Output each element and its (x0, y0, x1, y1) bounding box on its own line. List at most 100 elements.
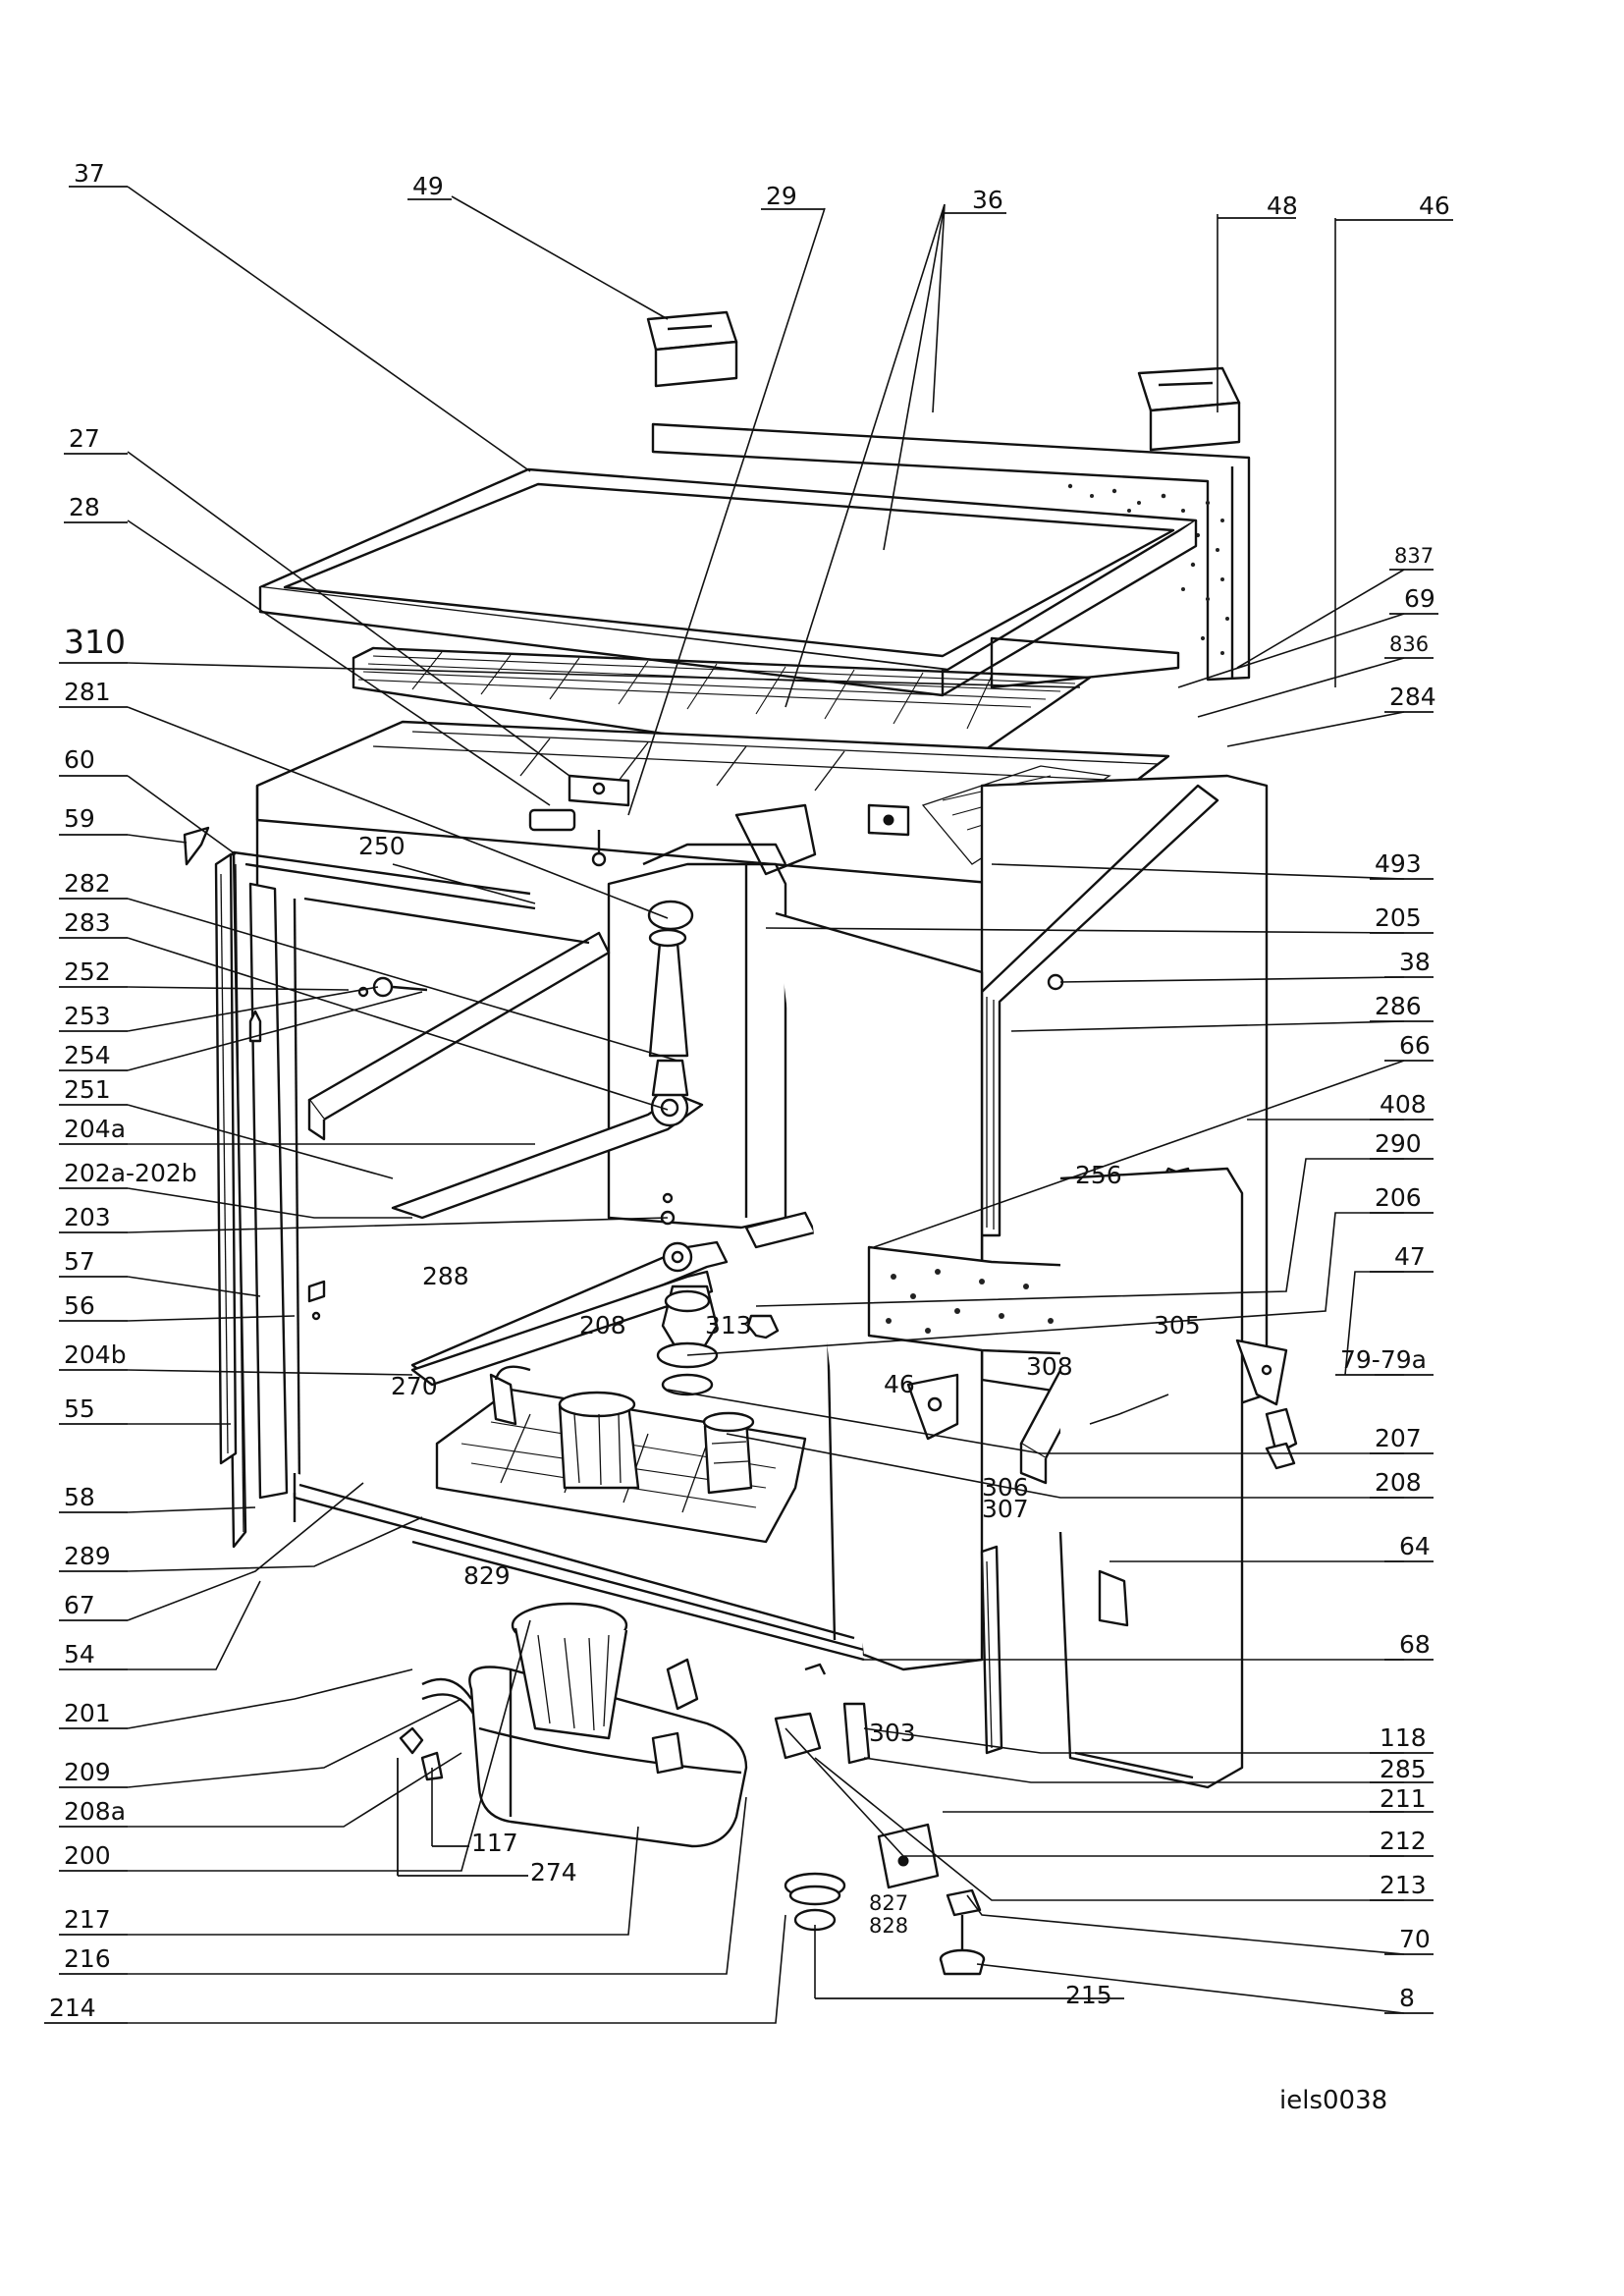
label-67: 67 (64, 1591, 95, 1619)
label-828: 828 (869, 1914, 908, 1938)
label-208-right: 208 (1375, 1468, 1422, 1497)
label-36: 36 (972, 186, 1003, 214)
left-side-strip (214, 852, 238, 1465)
label-118: 118 (1380, 1723, 1427, 1752)
label-215: 215 (1065, 1981, 1112, 2009)
basket-rail (303, 897, 611, 1141)
front-base (293, 1493, 865, 1662)
label-281: 281 (64, 678, 111, 706)
label-270: 270 (391, 1372, 438, 1400)
label-60: 60 (64, 745, 95, 774)
label-57: 57 (64, 1247, 95, 1276)
part-labels: 37 49 29 36 48 46 27 28 310 281 60 59 25… (44, 159, 1453, 2024)
label-493: 493 (1375, 849, 1422, 878)
label-289: 289 (64, 1542, 111, 1570)
label-204b: 204b (64, 1340, 127, 1369)
label-55: 55 (64, 1394, 95, 1423)
label-274: 274 (530, 1858, 577, 1886)
label-214: 214 (49, 1994, 96, 2022)
label-117: 117 (471, 1829, 518, 1857)
worktop-lid (258, 467, 1198, 697)
label-205: 205 (1375, 903, 1422, 932)
label-207: 207 (1375, 1424, 1422, 1452)
label-201: 201 (64, 1699, 111, 1727)
hinge-block-48 (1137, 366, 1241, 452)
label-203: 203 (64, 1203, 111, 1231)
label-200: 200 (64, 1841, 111, 1870)
leader-lines (127, 186, 1405, 2024)
drawing (183, 310, 1298, 1976)
label-313: 313 (705, 1311, 752, 1339)
label-58: 58 (64, 1483, 95, 1511)
ring-216 (784, 1872, 846, 1932)
label-285: 285 (1380, 1755, 1427, 1783)
label-208-mid: 208 (579, 1311, 626, 1339)
worktop-back-plate (651, 422, 1251, 682)
label-69: 69 (1404, 584, 1435, 613)
label-216: 216 (64, 1944, 111, 1973)
label-70: 70 (1399, 1925, 1431, 1953)
label-64: 64 (1399, 1532, 1431, 1560)
hinge-block-49 (646, 310, 738, 388)
label-79-79a: 79-79a (1340, 1345, 1427, 1374)
label-38: 38 (1399, 948, 1431, 976)
fitting-303 (774, 1663, 871, 1765)
label-46-top: 46 (1419, 191, 1450, 220)
label-829: 829 (463, 1561, 511, 1590)
label-8: 8 (1399, 1984, 1415, 2012)
label-217: 217 (64, 1905, 111, 1934)
label-208a: 208a (64, 1797, 126, 1826)
label-252: 252 (64, 957, 111, 986)
label-836: 836 (1389, 632, 1429, 656)
label-56: 56 (64, 1291, 95, 1320)
label-253: 253 (64, 1002, 111, 1030)
bracket-47 (1235, 1339, 1288, 1406)
front-gasket-right (980, 1545, 1003, 1755)
label-254: 254 (64, 1041, 111, 1069)
label-54: 54 (64, 1640, 95, 1668)
label-46-mid: 46 (884, 1370, 915, 1398)
label-310: 310 (64, 623, 126, 661)
label-306: 306 (982, 1473, 1029, 1502)
label-209: 209 (64, 1758, 111, 1786)
label-837: 837 (1394, 544, 1434, 568)
mesh-grid-310 (352, 646, 1092, 778)
label-286: 286 (1375, 992, 1422, 1020)
label-308: 308 (1026, 1352, 1073, 1381)
label-68: 68 (1399, 1630, 1431, 1659)
outer-right-panel (1058, 1167, 1244, 1789)
label-251: 251 (64, 1075, 111, 1104)
label-250: 250 (358, 832, 406, 860)
label-28: 28 (69, 493, 100, 521)
label-29: 29 (766, 182, 797, 210)
clip-59 (183, 826, 210, 866)
label-827: 827 (869, 1891, 908, 1915)
drain-hose (399, 1677, 475, 1781)
label-48: 48 (1267, 191, 1298, 220)
tub-column-205 (607, 803, 817, 1230)
label-256: 256 (1075, 1161, 1122, 1189)
label-47: 47 (1394, 1242, 1426, 1271)
label-284: 284 (1389, 683, 1436, 711)
leveling-foot (939, 1888, 986, 1976)
label-49: 49 (412, 172, 444, 200)
label-212: 212 (1380, 1827, 1427, 1855)
label-290: 290 (1375, 1129, 1422, 1158)
label-288: 288 (422, 1262, 469, 1290)
sump-housing (468, 1602, 748, 1848)
label-303: 303 (869, 1719, 916, 1747)
label-37: 37 (74, 159, 105, 188)
label-59: 59 (64, 804, 95, 833)
clip-79-79a (1265, 1407, 1298, 1470)
label-307: 307 (982, 1495, 1029, 1523)
label-283: 283 (64, 908, 111, 937)
image-code: iels0038 (1279, 2086, 1388, 2115)
lower-spray-arm (410, 1270, 780, 1396)
label-204a: 204a (64, 1115, 126, 1143)
label-202a-202b: 202a-202b (64, 1159, 197, 1187)
label-66: 66 (1399, 1031, 1431, 1060)
label-206: 206 (1375, 1183, 1422, 1212)
label-408: 408 (1380, 1090, 1427, 1119)
label-211: 211 (1380, 1784, 1427, 1813)
